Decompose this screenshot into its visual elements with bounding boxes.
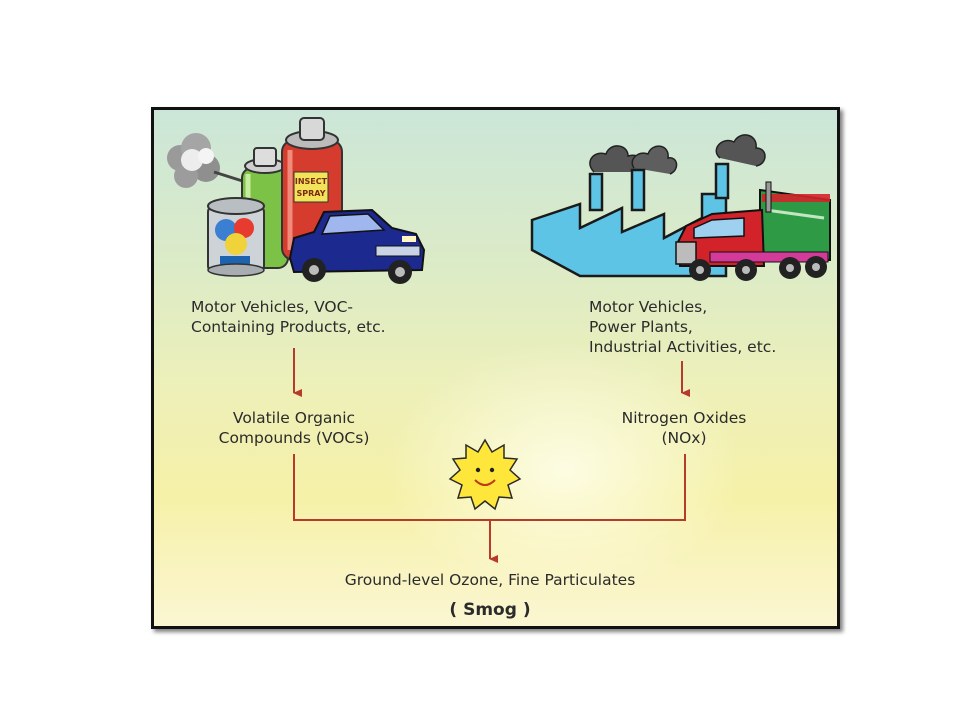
voc-products-illustration: INSECT SPRAY (167, 117, 426, 284)
car-icon (288, 208, 426, 284)
result-label: Ground-level Ozone, Fine Particulates (290, 570, 690, 590)
right-source-line3: Industrial Activities, etc. (589, 338, 777, 356)
voc-label: Volatile Organic Compounds (VOCs) (194, 408, 394, 448)
flow-arrows (293, 348, 690, 563)
left-source-line1: Motor Vehicles, VOC- (191, 298, 354, 316)
result-line1: Ground-level Ozone, Fine Particulates (344, 571, 636, 589)
voc-line2: Compounds (VOCs) (218, 429, 370, 447)
right-source-line1: Motor Vehicles, (589, 298, 708, 316)
spray-label: SPRAY (296, 189, 325, 198)
diagram-graphics: INSECT SPRAY (167, 117, 831, 563)
paint-can-icon (207, 197, 265, 277)
nox-line1: Nitrogen Oxides (621, 409, 747, 427)
nox-line2: (NOx) (661, 429, 707, 447)
left-source-line2: Containing Products, etc. (191, 318, 386, 336)
voc-line1: Volatile Organic (232, 409, 356, 427)
smoke-icon (589, 134, 766, 175)
diagram-frame: INSECT SPRAY (151, 107, 840, 629)
right-source-line2: Power Plants, (589, 318, 693, 336)
spray-cloud-icon (167, 133, 220, 188)
sun-icon (448, 438, 522, 511)
nox-label: Nitrogen Oxides (NOx) (584, 408, 784, 448)
insect-label: INSECT (295, 177, 328, 186)
left-source-label: Motor Vehicles, VOC- Containing Products… (191, 297, 386, 337)
truck-icon (675, 181, 831, 281)
nox-sources-illustration (530, 134, 831, 281)
smog-label: ( Smog ) (449, 600, 531, 620)
right-source-label: Motor Vehicles, Power Plants, Industrial… (589, 297, 776, 357)
